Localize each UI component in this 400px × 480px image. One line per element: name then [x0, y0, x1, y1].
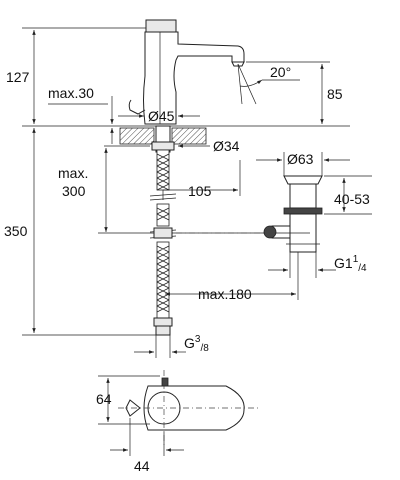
g38-label: G3/8: [184, 334, 209, 354]
supply-hose-upper: [156, 149, 170, 191]
angle-20-label: 20°: [270, 64, 291, 80]
dim-350-label: 350: [4, 223, 28, 239]
g114-label: G11/4: [334, 254, 367, 274]
angle-20-arc: [239, 79, 263, 87]
deck-left: [119, 127, 155, 145]
faucet-top-view: [118, 370, 258, 446]
dim-63-label: Ø63: [287, 151, 314, 167]
dim-64-label: 64: [96, 391, 112, 407]
deck-right: [171, 127, 207, 145]
pop-up-waste: [263, 175, 323, 253]
supply-hose-lower: [153, 203, 173, 336]
tee-fitting: [153, 227, 173, 239]
dim-34-label: Ø34: [213, 138, 240, 154]
max180-label: max.180: [198, 286, 252, 302]
dim-40-53-label: 40-53: [334, 191, 370, 207]
max30-label: max.30: [48, 85, 94, 101]
max300-label-1: max.: [58, 165, 88, 181]
angle-20-line-b: [237, 63, 257, 105]
dim-85-label: 85: [327, 86, 343, 102]
faucet-body: [128, 19, 245, 125]
dim-105-label: 105: [188, 183, 212, 199]
angle-20-line-a: [237, 63, 243, 105]
dim-44-label: 44: [134, 458, 150, 474]
dim-127-label: 127: [6, 69, 30, 85]
dim-45-label: Ø45: [148, 108, 175, 124]
max300-label-2: 300: [62, 183, 86, 199]
